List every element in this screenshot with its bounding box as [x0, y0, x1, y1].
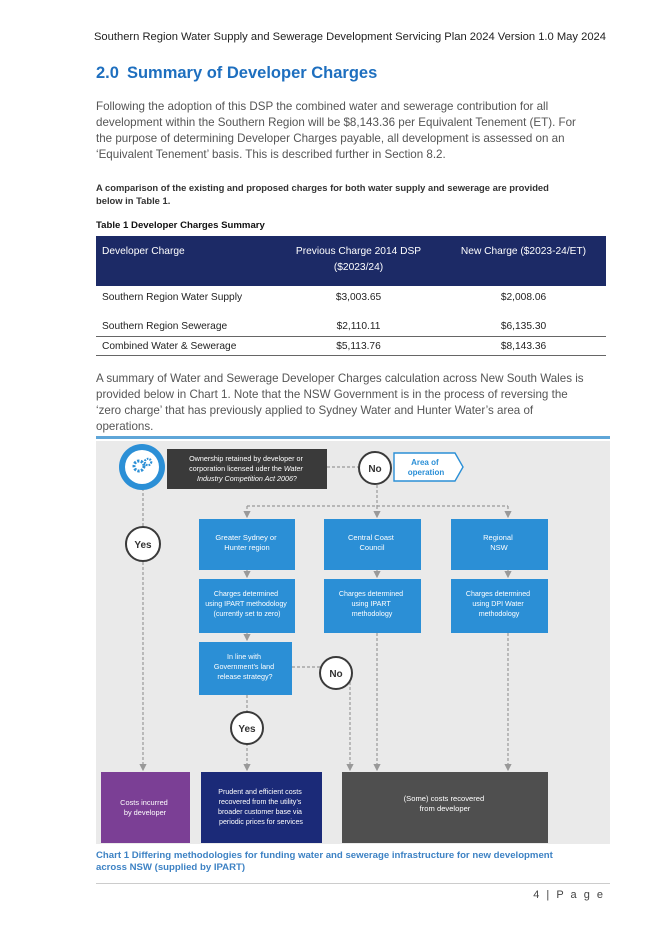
running-header: Southern Region Water Supply and Sewerag… [93, 31, 606, 43]
column-header: New Charge ($2023-24/ET) [441, 236, 606, 286]
table-header-row: Developer Charge Previous Charge 2014 DS… [96, 236, 606, 286]
table-caption: Table 1 Developer Charges Summary [96, 220, 265, 231]
charges-ipart [324, 579, 421, 633]
no-circle [358, 451, 392, 485]
intro-line: development within the Southern Region w… [96, 116, 576, 129]
yes-circle [125, 526, 161, 562]
yes-circle [230, 711, 264, 745]
summary-paragraph: A summary of Water and Sewerage Develope… [96, 371, 608, 435]
table-cell: Southern Region Water Supply [102, 291, 243, 303]
yes-label: Yes [238, 724, 256, 735]
gear-icon [119, 444, 165, 490]
chart-caption: Chart 1 Differing methodologies for fund… [96, 850, 606, 874]
page-number: 4 | P a g e [533, 889, 605, 901]
yes-label: Yes [134, 540, 152, 551]
area-of-operation-text: Area of operation [408, 458, 445, 477]
table-cell: $6,135.30 [441, 316, 606, 337]
table-cell: $2,008.06 [500, 291, 547, 303]
table-row: Southern Region Water Supply $3,003.65 $… [96, 286, 606, 308]
no-label: No [368, 464, 381, 475]
table-cell: $5,113.76 [276, 336, 441, 356]
no-label: No [329, 669, 342, 680]
caption-line: across NSW (supplied by IPART) [96, 862, 246, 873]
outcome-developer-costs [101, 772, 190, 843]
header-line: ($2023/24) [333, 262, 384, 273]
question-land-release-text: In line with Government’s land release s… [214, 652, 276, 681]
area-greater-sydney-text: Greater Sydney or Hunter region [215, 533, 278, 552]
flow-connectors [139, 466, 512, 772]
note-line: below in Table 1. [96, 195, 171, 206]
table-row: Southern Region Sewerage $2,110.11 $6,13… [96, 316, 606, 337]
chart-top-rule [96, 436, 610, 439]
charges-ipart-zero-text: Charges determined using IPART methodolo… [205, 590, 289, 618]
charges-dpi [451, 579, 548, 633]
question-ownership-text: Ownership retained by developer or corpo… [189, 454, 305, 483]
area-regional-nsw [451, 519, 548, 570]
outcome-some-costs [342, 772, 548, 843]
section-number: 2.0 [96, 64, 119, 82]
charges-ipart-zero [199, 579, 295, 633]
outcome-developer-costs-text: Costs incurred by developer [120, 798, 170, 817]
table-cell: $2,110.11 [276, 316, 441, 337]
intro-line: ‘Equivalent Tenement’ basis. This is des… [96, 148, 446, 161]
area-central-coast-text: Central Coast Council [348, 533, 396, 552]
developer-charges-table: Developer Charge Previous Charge 2014 DS… [96, 236, 606, 356]
table-row: Combined Water & Sewerage $5,113.76 $8,1… [96, 336, 606, 356]
footer-rule [96, 883, 610, 884]
charges-ipart-text: Charges determined using IPART methodolo… [339, 590, 405, 618]
outcome-utility-recovery-text: Prudent and efficient costs recovered fr… [218, 788, 304, 826]
area-of-operation-tag [393, 452, 464, 482]
no-circle [319, 656, 353, 690]
note-line: A comparison of the existing and propose… [96, 182, 549, 193]
summary-line: A summary of Water and Sewerage Develope… [96, 372, 584, 385]
question-ownership [167, 449, 327, 489]
area-regional-nsw-text: Regional NSW [483, 533, 515, 552]
caption-line: Chart 1 Differing methodologies for fund… [96, 850, 553, 861]
area-greater-sydney [199, 519, 295, 570]
summary-line: operations. [96, 420, 154, 433]
intro-line: the purpose of determining Developer Cha… [96, 132, 565, 145]
summary-line: provided below in Chart 1. Note that the… [96, 388, 568, 401]
table-cell: $8,143.36 [441, 336, 606, 356]
section-heading: 2.0 Summary of Developer Charges [96, 64, 377, 83]
table-cell: Southern Region Sewerage [96, 316, 276, 337]
summary-line: ‘zero charge’ that has previously applie… [96, 404, 534, 417]
column-header: Developer Charge [96, 236, 276, 286]
charges-dpi-text: Charges determined using DPI Water metho… [466, 590, 532, 618]
table-cell: $3,003.65 [335, 291, 382, 303]
outcome-some-costs-text: (Some) costs recovered from developer [404, 794, 487, 813]
table-cell: Combined Water & Sewerage [96, 336, 276, 356]
intro-paragraph: Following the adoption of this DSP the c… [96, 99, 608, 163]
header-line: Previous Charge 2014 DSP [295, 246, 422, 257]
comparison-note: A comparison of the existing and propose… [96, 181, 596, 207]
area-central-coast [324, 519, 421, 570]
question-land-release [199, 642, 292, 695]
section-title: Summary of Developer Charges [126, 64, 378, 82]
outcome-utility-recovery [201, 772, 322, 843]
column-header: Previous Charge 2014 DSP ($2023/24) [276, 236, 441, 286]
intro-line: Following the adoption of this DSP the c… [96, 100, 549, 113]
